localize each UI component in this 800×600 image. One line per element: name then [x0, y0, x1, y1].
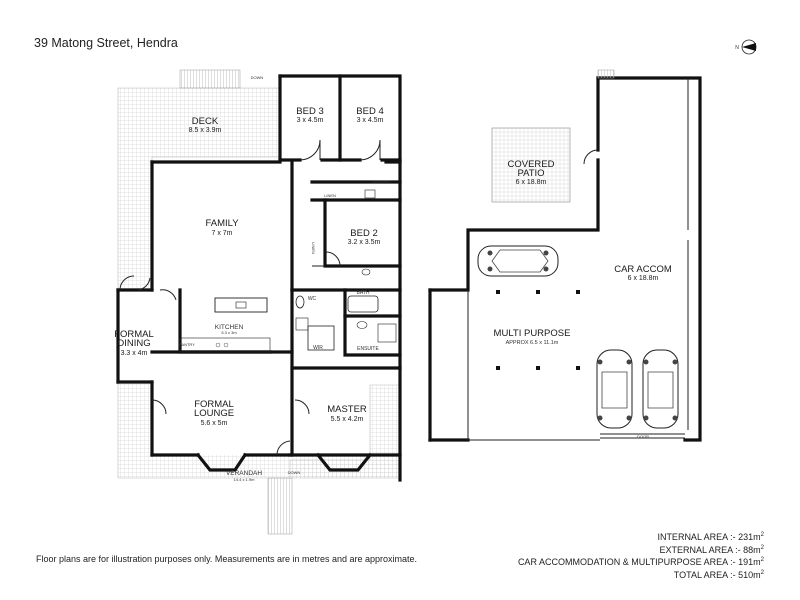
bed4-dim: 3 x 4.5m: [357, 117, 384, 124]
area-internal: INTERNAL AREA :- 231m2: [657, 532, 764, 542]
master-dim: 5.5 x 4.2m: [331, 416, 364, 423]
deck-dim: 8.5 x 3.9m: [189, 127, 222, 134]
car-accom-label: CAR ACCOM: [614, 264, 672, 275]
covered-patio-area: [491, 127, 571, 203]
area-car-multipurpose: CAR ACCOMMODATION & MULTIPURPOSE AREA :-…: [517, 557, 764, 567]
car-bottom-left-icon: [596, 349, 633, 429]
bed4-label: BED 4: [356, 106, 383, 117]
verandah-area: DOWN: [117, 380, 401, 535]
disclaimer: Floor plans are for illustration purpose…: [36, 554, 418, 564]
wir-label: WIR: [313, 345, 323, 351]
car-top-icon: [477, 245, 559, 277]
linen-vertical-label: LINEN: [311, 242, 316, 254]
garage-door-label: DOOR: [637, 434, 649, 439]
linen-label: LINEN: [324, 193, 336, 198]
family-dim: 7 x 7m: [211, 230, 232, 237]
area-external: EXTERNAL AREA :- 88m2: [659, 544, 764, 555]
page-title: 39 Matong Street, Hendra: [34, 36, 178, 50]
formal-dining-dim: 3.3 x 4m: [121, 350, 148, 357]
formal-lounge-label-2: LOUNGE: [194, 408, 234, 419]
door-swings: [119, 139, 381, 456]
deck-label: DECK: [192, 116, 219, 127]
verandah-label: VERANDAH: [226, 470, 262, 477]
pantry-label: PANTRY: [179, 342, 195, 347]
covered-patio-label-1: COVERED: [508, 159, 555, 170]
deck-area: DOWN: [117, 69, 281, 291]
columns: [496, 290, 580, 370]
kitchen-label: KITCHEN: [215, 324, 244, 331]
garage-walls: [428, 69, 702, 442]
wc-label: WC: [308, 296, 317, 302]
north-arrow-icon: N: [735, 39, 757, 55]
covered-patio-label-2: PATIO: [517, 168, 544, 179]
kitchen-dim: 5.3 x 3m: [221, 330, 237, 335]
ensuite-label: ENSUITE: [357, 346, 379, 352]
car-accom-dim: 6 x 18.8m: [628, 275, 659, 282]
multi-purpose-dim: APPROX 6.5 x 11.1m: [506, 340, 559, 346]
multi-purpose-label: MULTI PURPOSE: [494, 328, 571, 339]
kitchen-fixtures: [179, 297, 271, 353]
bed2-label: BED 2: [350, 228, 377, 239]
svg-text:N: N: [735, 45, 739, 51]
formal-lounge-dim: 5.6 x 5m: [201, 420, 228, 427]
family-label: FAMILY: [205, 218, 239, 229]
bed3-label: BED 3: [296, 106, 323, 117]
formal-dining-label-1: FORMAL: [114, 329, 154, 340]
formal-lounge-label-1: FORMAL: [194, 399, 234, 410]
area-total: TOTAL AREA :- 510m2: [673, 569, 764, 580]
bath-label: BATH: [357, 290, 370, 296]
bathroom-fixtures: [295, 189, 397, 351]
master-label: MASTER: [327, 404, 367, 415]
laundry-label: LAUNDRY: [371, 179, 390, 184]
stairs-down-label-front: DOWN: [288, 470, 301, 475]
covered-patio-dim: 6 x 18.8m: [516, 179, 547, 186]
bed3-dim: 3 x 4.5m: [297, 117, 324, 124]
formal-dining-label-2: DINING: [117, 338, 150, 349]
area-summary: INTERNAL AREA :- 231m2 EXTERNAL AREA :- …: [518, 530, 764, 580]
verandah-dim: 14.4 x 1.9m: [234, 477, 256, 482]
car-bottom-right-icon: [642, 349, 679, 429]
stairs-down-label-deck: DOWN: [251, 75, 264, 80]
bed2-dim: 3.2 x 3.5m: [348, 239, 381, 246]
